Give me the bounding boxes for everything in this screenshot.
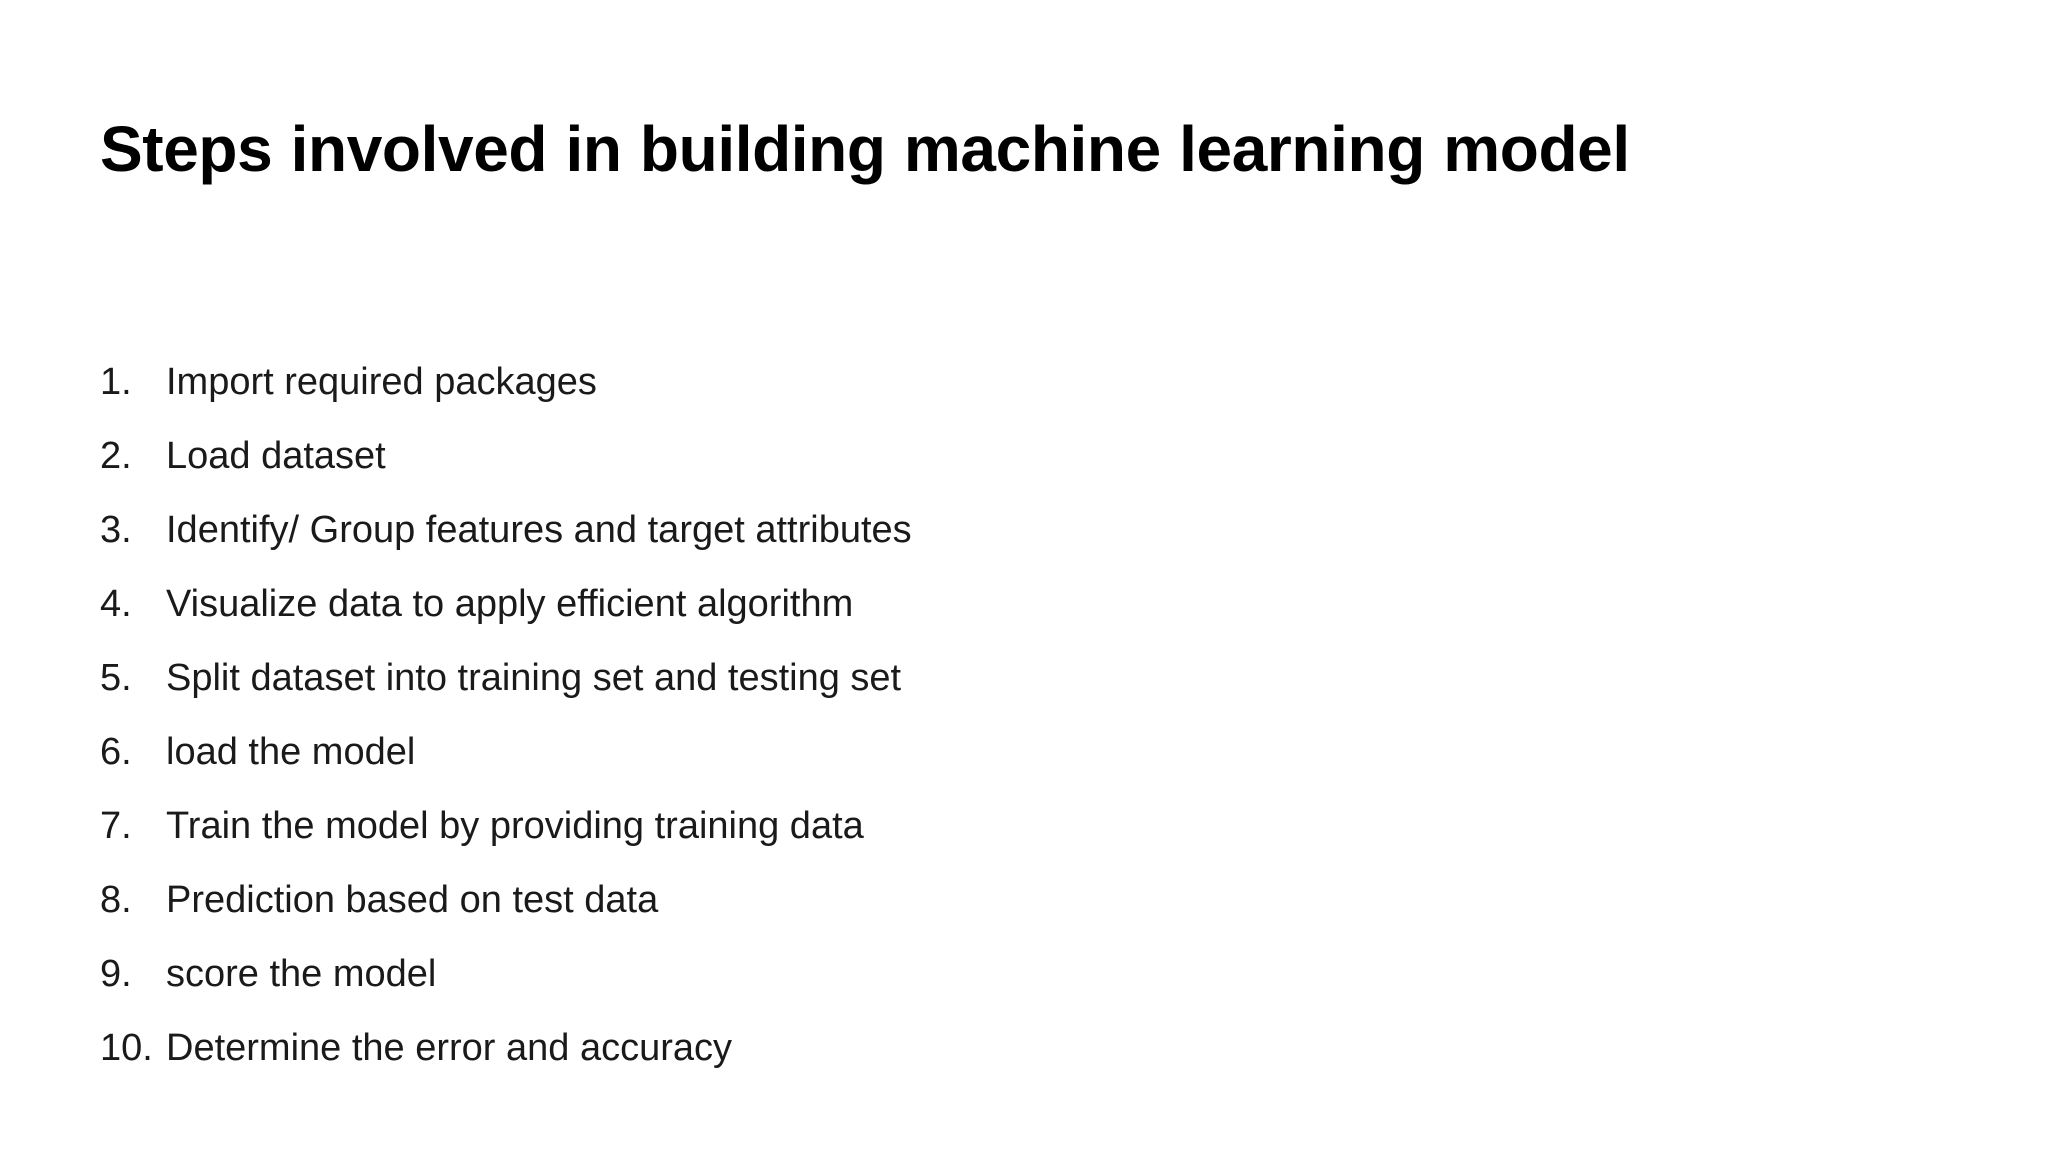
list-item-label: Import required packages <box>166 361 597 403</box>
list-item: 3. Identify/ Group features and target a… <box>100 493 1900 567</box>
list-item: 5. Split dataset into training set and t… <box>100 641 1900 715</box>
list-item-label: Split dataset into training set and test… <box>166 657 902 699</box>
list-item-label: score the model <box>166 953 437 995</box>
list-item: 1. Import required packages <box>100 345 1900 419</box>
list-item: 10. Determine the error and accuracy <box>100 1011 1900 1085</box>
list-item-number: 1. <box>100 361 132 403</box>
steps-list: 1. Import required packages 2. Load data… <box>100 345 1900 1085</box>
list-item-number: 10. <box>100 1027 153 1069</box>
list-item-label: load the model <box>166 731 416 773</box>
list-item-label: Identify/ Group features and target attr… <box>166 509 912 551</box>
list-item-number: 2. <box>100 435 132 477</box>
list-item-number: 5. <box>100 657 132 699</box>
list-item-number: 9. <box>100 953 132 995</box>
list-item-number: 8. <box>100 879 132 921</box>
list-item: 9. score the model <box>100 937 1900 1011</box>
list-item-label: Visualize data to apply efficient algori… <box>166 583 854 625</box>
list-item-label: Determine the error and accuracy <box>166 1027 733 1069</box>
list-item-number: 4. <box>100 583 132 625</box>
list-item-label: Prediction based on test data <box>166 879 659 921</box>
page-title: Steps involved in building machine learn… <box>100 113 1630 185</box>
list-item: 2. Load dataset <box>100 419 1900 493</box>
list-item: 7. Train the model by providing training… <box>100 789 1900 863</box>
list-item-number: 6. <box>100 731 132 773</box>
list-item-number: 3. <box>100 509 132 551</box>
list-item-number: 7. <box>100 805 132 847</box>
list-item-label: Load dataset <box>166 435 386 477</box>
list-item: 6. load the model <box>100 715 1900 789</box>
list-item: 4. Visualize data to apply efficient alg… <box>100 567 1900 641</box>
list-item-label: Train the model by providing training da… <box>166 805 864 847</box>
list-item: 8. Prediction based on test data <box>100 863 1900 937</box>
